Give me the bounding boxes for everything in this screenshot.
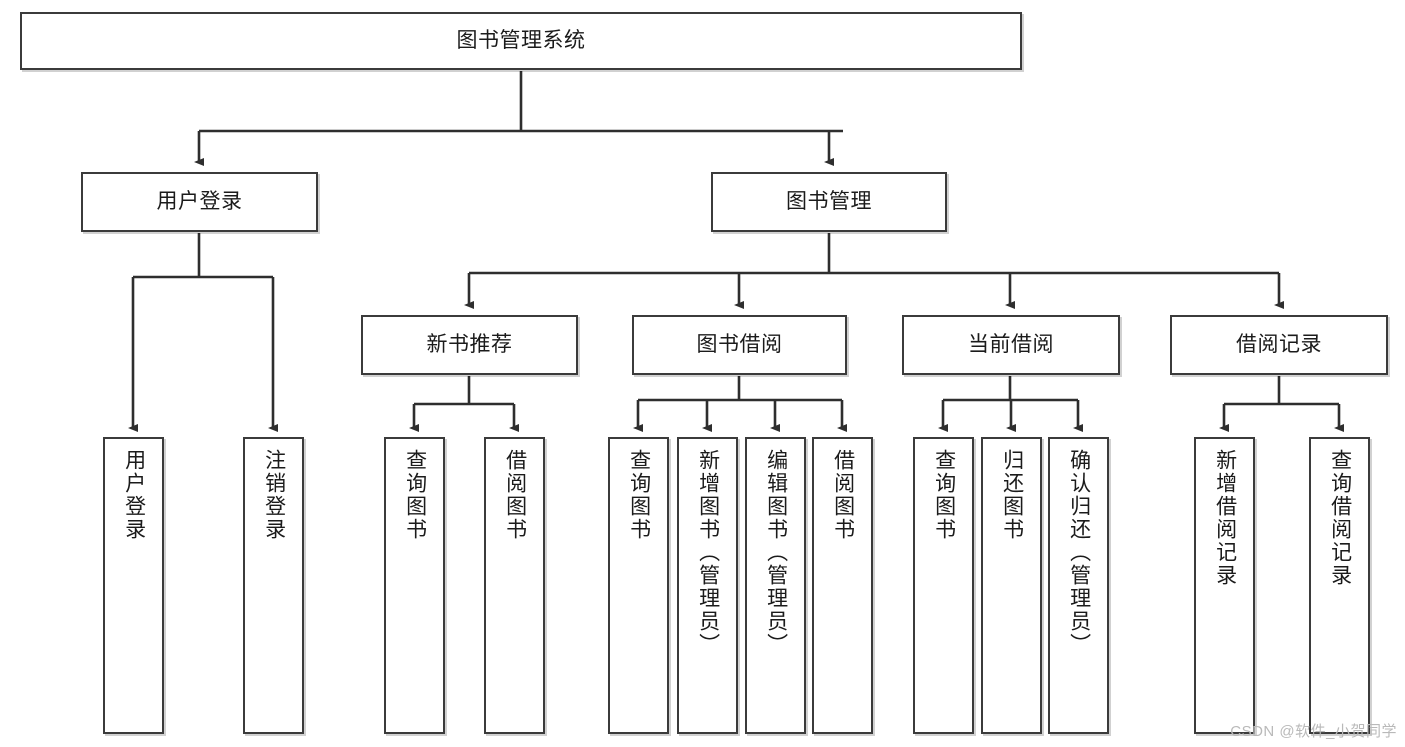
node-label: 图书管理 (786, 189, 872, 213)
node-label: 当前借阅 (968, 332, 1054, 356)
node-label: 查询图书 (403, 449, 427, 541)
leaf-borrow-record-query-record[interactable]: 查询借阅记录 (1309, 437, 1370, 734)
leaf-book-borrow-edit-book-admin[interactable]: 编辑图书（管理员） (745, 437, 806, 734)
leaf-current-borrow-confirm-return-admin[interactable]: 确认归还（管理员） (1048, 437, 1109, 734)
node-label: 编辑图书（管理员） (764, 449, 788, 656)
node-label: 新增借阅记录 (1213, 449, 1237, 587)
node-label: 确认归还（管理员） (1067, 449, 1091, 656)
node-new-book-recommendation[interactable]: 新书推荐 (361, 315, 578, 375)
leaf-book-borrow-borrow-books[interactable]: 借阅图书 (812, 437, 873, 734)
node-book-borrowing[interactable]: 图书借阅 (632, 315, 847, 375)
leaf-new-book-borrow-books[interactable]: 借阅图书 (484, 437, 545, 734)
node-label: 图书管理系统 (456, 28, 586, 52)
node-label: 借阅图书 (831, 449, 855, 541)
node-label: 归还图书 (1000, 449, 1024, 541)
leaf-current-borrow-return-books[interactable]: 归还图书 (981, 437, 1042, 734)
leaf-user-login-login[interactable]: 用户登录 (103, 437, 164, 734)
leaf-current-borrow-query-books[interactable]: 查询图书 (913, 437, 974, 734)
node-label: 查询图书 (932, 449, 956, 541)
node-label: 用户登录 (156, 189, 243, 213)
node-label: 图书借阅 (696, 332, 783, 356)
node-label: 新增图书（管理员） (696, 449, 720, 656)
leaf-book-borrow-add-book-admin[interactable]: 新增图书（管理员） (677, 437, 738, 734)
node-label: 用户登录 (122, 449, 146, 541)
node-label: 借阅记录 (1236, 332, 1322, 356)
node-current-borrowing[interactable]: 当前借阅 (902, 315, 1120, 375)
node-label: 借阅图书 (503, 449, 527, 541)
node-label: 注销登录 (262, 449, 286, 541)
node-user-login[interactable]: 用户登录 (81, 172, 318, 232)
node-label: 查询借阅记录 (1328, 449, 1352, 587)
leaf-book-borrow-query-books[interactable]: 查询图书 (608, 437, 669, 734)
node-root-book-management-system[interactable]: 图书管理系统 (20, 12, 1022, 70)
leaf-borrow-record-add-record[interactable]: 新增借阅记录 (1194, 437, 1255, 734)
csdn-watermark: CSDN @软件_小贺同学 (1230, 723, 1397, 740)
leaf-new-book-query-books[interactable]: 查询图书 (384, 437, 445, 734)
node-book-management[interactable]: 图书管理 (711, 172, 947, 232)
node-borrow-records[interactable]: 借阅记录 (1170, 315, 1388, 375)
node-label: 新书推荐 (426, 332, 513, 356)
leaf-user-login-logout[interactable]: 注销登录 (243, 437, 304, 734)
node-label: 查询图书 (627, 449, 651, 541)
